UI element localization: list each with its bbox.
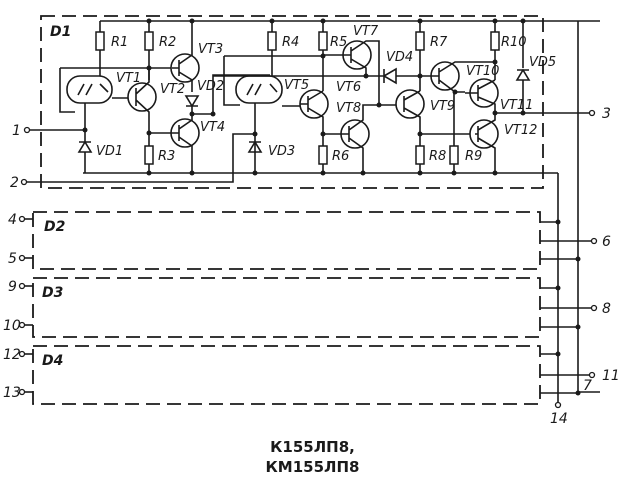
label-r4: R4 [282,35,299,50]
pin-10[interactable] [18,321,26,329]
resistor-r3 [144,145,154,165]
diode-vd1 [77,130,93,173]
label-vd1: VD1 [96,144,123,159]
resistor-r9 [449,145,459,165]
pin-5-label: 5 [8,251,17,267]
transistor-vt9 [395,89,425,119]
pin-1[interactable] [23,126,31,134]
label-r9: R9 [465,149,482,164]
resistor-r10 [490,31,500,51]
pin-13-label: 13 [3,385,21,401]
pin-11[interactable] [588,371,596,379]
block-d2-label: D2 [44,219,65,235]
pin-3[interactable] [588,109,596,117]
pin-12-label: 12 [3,347,21,363]
pin-9[interactable] [18,282,26,290]
pin-10-label: 10 [3,318,21,334]
resistor-r1 [95,31,105,51]
pin-14-label: 14 [550,411,568,427]
resistor-r4 [267,31,277,51]
resistor-r5 [318,31,328,51]
label-vt2: VT2 [160,82,185,97]
label-r7: R7 [430,35,448,50]
label-vd3: VD3 [268,144,295,159]
block-d2-outline [32,211,541,270]
pin-14[interactable] [554,401,562,409]
pin-9-label: 9 [8,279,17,295]
label-r10: R10 [501,35,527,50]
label-r3: R3 [158,149,175,164]
transistor-vt12 [469,119,499,149]
label-vt7: VT7 [353,24,379,39]
pin-6[interactable] [590,237,598,245]
pin-11-label: 11 [602,368,620,384]
block-d1-outline [40,15,544,189]
label-r2: R2 [159,35,176,50]
diode-vd3 [247,140,263,153]
pin-5[interactable] [18,254,26,262]
label-vd4: VD4 [386,50,413,65]
label-vt10: VT10 [466,64,499,79]
label-vt12: VT12 [504,123,537,138]
part-number-line-2: КМ155ЛП8 [265,458,360,476]
pin-6-label: 6 [602,234,611,250]
block-d4-label: D4 [42,353,63,369]
pin-13[interactable] [18,388,26,396]
pin-4-label: 4 [8,212,17,228]
label-vt8: VT8 [336,101,361,116]
pin-7-label: 7 [583,378,592,394]
label-vd5: VD5 [529,55,556,70]
transistor-vt2 [127,82,157,112]
diode-vd2 [184,95,200,114]
pin-3-label: 3 [602,106,611,122]
pin-8[interactable] [590,304,598,312]
resistor-r6 [318,145,328,165]
label-vt3: VT3 [198,42,223,57]
diode-vd5 [515,21,531,113]
pin-4[interactable] [18,215,26,223]
pin-8-label: 8 [602,301,611,317]
pin-2-label: 2 [10,175,19,191]
block-d3-label: D3 [42,285,63,301]
resistor-r2 [144,31,154,51]
pin-2[interactable] [20,178,28,186]
pin-12[interactable] [18,350,26,358]
label-vt9: VT9 [430,99,455,114]
label-vt4: VT4 [200,120,225,135]
label-vt6: VT6 [336,80,361,95]
diode-vd4 [382,67,420,85]
label-r6: R6 [332,149,349,164]
block-d4-outline [32,345,541,405]
label-vt1: VT1 [116,71,141,86]
block-d1-label: D1 [50,24,71,40]
label-vt11: VT11 [500,98,533,113]
label-r5: R5 [330,35,347,50]
block-d3-outline [32,277,541,338]
transistor-vt3 [170,53,200,83]
resistor-r8 [415,145,425,165]
part-number-line-1: К155ЛП8, [270,438,355,456]
resistor-r7 [415,31,425,51]
pin-1-label: 1 [12,123,21,139]
label-r1: R1 [111,35,128,50]
label-vd2: VD2 [197,79,224,94]
label-r8: R8 [429,149,446,164]
label-vt5: VT5 [284,78,309,93]
